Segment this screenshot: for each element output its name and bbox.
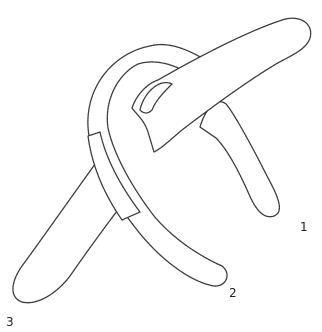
end-label-1: 1 <box>300 221 308 233</box>
strand-end-1 <box>200 102 279 217</box>
end-label-3: 3 <box>6 316 14 328</box>
end-label-2: 2 <box>229 287 237 299</box>
